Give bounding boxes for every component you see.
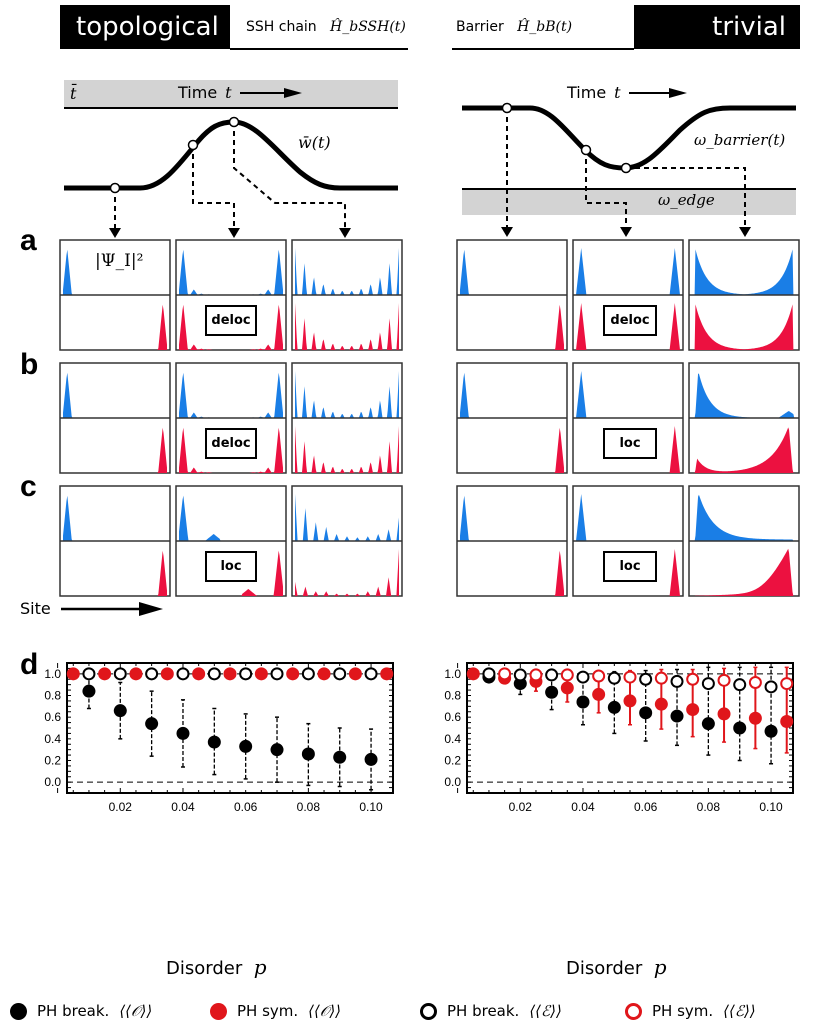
tag-c-left: loc [205,551,257,582]
time-variable: t [225,83,232,102]
svg-text:0.0: 0.0 [444,775,461,789]
svg-text:0.4: 0.4 [444,732,461,746]
tag-a-left: deloc [205,305,257,336]
open-black-circle-icon [420,1002,437,1020]
svg-text:0.08: 0.08 [297,800,321,814]
ssh-chain-title: SSH chain Ĥ_bSSH(t) [246,19,406,35]
legend-label: PH break. [37,1002,110,1020]
legend-label: PH sym. [237,1002,299,1020]
site-arrow-icon [60,601,163,616]
omega-barrier-curve-label: ω_barrier(t) [694,131,786,149]
left-chart-xlabel: Disorder p [166,955,267,979]
tag-b-left: deloc [205,428,257,459]
legend-item-ph-sym-o: PH sym. ⟨⟨𝒪⟩⟩ [210,1002,420,1020]
legend-quantity: ⟨⟨𝒪⟩⟩ [119,1002,153,1020]
trivial-phase-label: trivial [634,5,800,49]
legend-item-ph-break-e: PH break. ⟨⟨ℰ⟩⟩ [420,1002,625,1020]
ssh-chain-text: SSH chain [246,19,317,35]
right-barrier-curve [462,102,796,237]
svg-text:0.2: 0.2 [444,754,461,768]
svg-text:0.6: 0.6 [44,710,61,724]
svg-text:0.02: 0.02 [109,800,133,814]
legend-label: PH break. [447,1002,520,1020]
topological-text: topological [76,12,219,42]
trivial-text: trivial [712,12,786,42]
w-bar-curve-label: w̄(t) [298,133,331,152]
site-text: Site [20,599,51,618]
legend: PH break. ⟨⟨𝒪⟩⟩ PH sym. ⟨⟨𝒪⟩⟩ PH break. ⟨⟨ℰ… [10,1002,830,1020]
barrier-title: Barrier Ĥ_bB(t) [456,19,572,35]
site-axis-label: Site [20,599,163,618]
svg-text:0.08: 0.08 [697,800,721,814]
svg-text:0.04: 0.04 [571,800,595,814]
left-time-axis-label: Time t [178,83,302,102]
left-coupling-curve [64,116,398,238]
psi-density-label: |Ψ_I|² [95,251,144,271]
svg-text:1.0: 1.0 [44,667,61,681]
time-variable: t [614,83,621,102]
svg-text:0.0: 0.0 [44,775,61,789]
left-header-underline [230,48,408,50]
svg-text:0.06: 0.06 [634,800,658,814]
disorder-variable: p [653,955,667,979]
panel-label-d: d [20,648,39,681]
disorder-text: Disorder [166,958,243,979]
topological-phase-label: topological [60,5,230,49]
disorder-variable: p [253,955,267,979]
edge-frequency-band [462,188,796,215]
disorder-text: Disorder [566,958,643,979]
right-chart-xlabel: Disorder p [566,955,667,979]
svg-text:0.06: 0.06 [234,800,258,814]
barrier-text: Barrier [456,19,504,35]
svg-text:0.02: 0.02 [509,800,533,814]
time-arrow-icon [239,87,302,98]
density-panels [59,239,800,597]
panel-label-c: c [20,470,37,503]
panel-label-b: b [20,348,39,381]
open-red-circle-icon [625,1002,642,1020]
right-header-underline [452,48,634,50]
left-time-bar [64,80,398,109]
svg-text:1.0: 1.0 [444,667,461,681]
time-arrow-icon [628,87,687,98]
svg-text:0.4: 0.4 [44,732,61,746]
legend-quantity: ⟨⟨𝒪⟩⟩ [308,1002,342,1020]
svg-text:0.04: 0.04 [171,800,195,814]
svg-text:0.6: 0.6 [444,710,461,724]
svg-text:0.2: 0.2 [44,754,61,768]
tag-a-right: deloc [603,305,657,336]
svg-text:0.10: 0.10 [359,800,383,814]
legend-quantity: ⟨⟨ℰ⟩⟩ [723,1002,756,1020]
t-bar-symbol: t̄ [70,84,77,103]
svg-text:0.8: 0.8 [44,689,61,703]
right-time-axis-label: Time t [567,83,687,102]
legend-item-ph-break-o: PH break. ⟨⟨𝒪⟩⟩ [10,1002,210,1020]
legend-label: PH sym. [652,1002,714,1020]
legend-quantity: ⟨⟨ℰ⟩⟩ [529,1002,562,1020]
disorder-charts: 0.0 0.2 0.4 0.6 0.8 1.0 0.02 0.04 0.06 0.08 0.10 0.… [44,662,794,814]
ssh-hamiltonian: Ĥ_bSSH(t) [330,19,406,35]
time-text: Time [567,83,607,102]
barrier-hamiltonian: Ĥ_bB(t) [517,19,573,35]
omega-edge-label: ω_edge [658,191,715,209]
legend-item-ph-sym-e: PH sym. ⟨⟨ℰ⟩⟩ [625,1002,825,1020]
panel-label-a: a [20,224,37,257]
tag-b-right: loc [603,428,657,459]
tag-c-right: loc [603,551,657,582]
time-text: Time [178,83,218,102]
filled-red-circle-icon [210,1002,227,1020]
svg-text:0.10: 0.10 [759,800,783,814]
filled-black-circle-icon [10,1002,27,1020]
svg-text:0.8: 0.8 [444,689,461,703]
